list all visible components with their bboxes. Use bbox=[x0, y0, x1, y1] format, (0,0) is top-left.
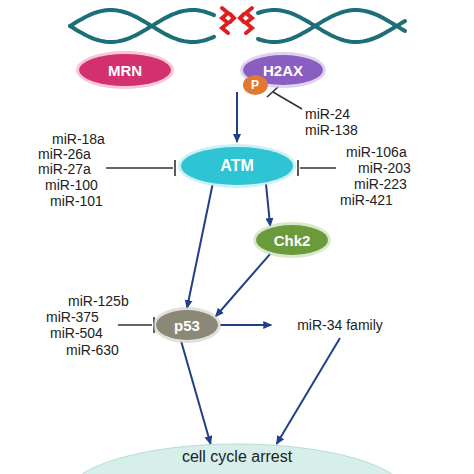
node-text-holder: MRN bbox=[79, 54, 171, 86]
mirna-label: miR-203 bbox=[358, 161, 411, 176]
pathway-arrow bbox=[187, 185, 212, 308]
pathway-arrow bbox=[277, 338, 340, 444]
phospho-circle: P bbox=[243, 75, 268, 95]
pathway-arrow bbox=[220, 324, 271, 326]
node-text-holder: p53 bbox=[156, 310, 218, 340]
mirna-label: miR-630 bbox=[66, 343, 119, 358]
mirna-label: miR-223 bbox=[354, 177, 407, 192]
mirna-label: miR-26a bbox=[38, 147, 91, 162]
mirna-label: miR-18a bbox=[52, 132, 105, 147]
mirna-family: miR-34 family bbox=[275, 314, 405, 336]
mirna-label: miR-24 bbox=[305, 107, 350, 122]
mirna-label: miR-125b bbox=[68, 294, 129, 309]
dna-strand bbox=[70, 10, 214, 42]
node-label: ATM bbox=[220, 157, 253, 175]
protein-ellipse: p53 bbox=[156, 310, 218, 340]
node-text-holder: ATM bbox=[181, 147, 293, 185]
mirna-label: miR-504 bbox=[50, 326, 103, 341]
dna-break bbox=[222, 8, 252, 33]
protein-ellipse: MRN bbox=[79, 54, 171, 86]
node-label: P bbox=[251, 78, 259, 92]
protein-ellipse: H2AXP bbox=[243, 55, 323, 85]
damage-signal-arrow bbox=[236, 92, 238, 142]
mirna-label: miR-27a bbox=[38, 162, 91, 177]
node-label: Chk2 bbox=[274, 232, 311, 249]
pathway-arrow bbox=[266, 184, 270, 226]
mirna-label: miR-106a bbox=[346, 145, 407, 160]
outcome-band: cell cycle arrest bbox=[72, 446, 402, 474]
node-label: cell cycle arrest bbox=[182, 448, 292, 466]
node-label: MRN bbox=[108, 62, 142, 79]
node-text-holder: miR-34 family bbox=[275, 314, 405, 336]
dna-strand bbox=[258, 10, 405, 42]
pathway-arrow bbox=[181, 342, 210, 444]
dna-strand bbox=[70, 10, 214, 42]
mirna-label: miR-100 bbox=[45, 178, 98, 193]
kinase-ellipse: Chk2 bbox=[256, 225, 328, 255]
node-text-holder: cell cycle arrest bbox=[72, 446, 402, 474]
inhibition-lines bbox=[106, 87, 336, 333]
dna-helix bbox=[70, 10, 405, 42]
node-text-holder: P bbox=[243, 75, 268, 95]
node-label: H2AX bbox=[263, 62, 303, 79]
mirna-label: miR-375 bbox=[46, 310, 99, 325]
mirna-label: miR-421 bbox=[340, 193, 393, 208]
dna-strand bbox=[258, 10, 405, 42]
node-text-holder: Chk2 bbox=[256, 225, 328, 255]
mirna-label: miR-101 bbox=[50, 194, 103, 209]
node-label: miR-34 family bbox=[297, 317, 383, 333]
mirna-label: miR-138 bbox=[305, 123, 358, 138]
kinase-ellipse: ATM bbox=[181, 147, 293, 185]
pathway-arrow bbox=[216, 254, 271, 317]
node-label: p53 bbox=[174, 317, 200, 334]
